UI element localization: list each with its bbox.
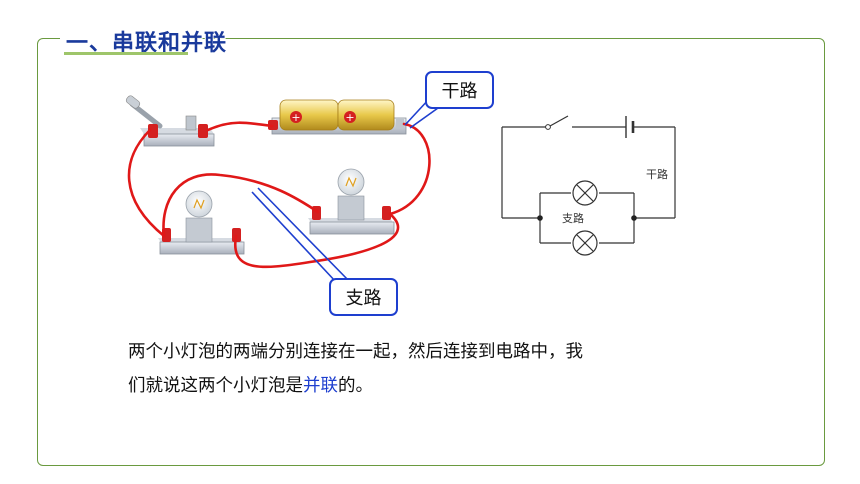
svg-text:+: + xyxy=(345,111,354,124)
bulb-icon xyxy=(158,190,245,255)
highlight-term: 并联 xyxy=(303,376,338,396)
schematic-branch-label: 支路 xyxy=(562,212,584,225)
lamp-symbol-icon xyxy=(572,180,598,206)
circuit-schematic xyxy=(501,115,676,244)
cell-symbol-icon xyxy=(625,116,635,138)
battery-icon: + + xyxy=(268,99,407,135)
svg-text:+: + xyxy=(291,111,300,124)
lamp-symbol-icon xyxy=(572,230,598,256)
content-frame xyxy=(37,38,825,466)
switch-symbol-icon xyxy=(545,124,551,130)
branch-callout: 支路 xyxy=(329,278,398,316)
wires xyxy=(127,121,431,269)
knife-switch-icon xyxy=(125,95,215,147)
paragraph-line-1: 两个小灯泡的两端分别连接在一起，然后连接到电路中，我 xyxy=(128,342,583,362)
paragraph-line-2-start: 们就说这两个小灯泡是 xyxy=(128,376,303,396)
paragraph-line-2-end: 的。 xyxy=(338,376,373,396)
bulb-icon xyxy=(308,168,395,235)
schematic-trunk-label: 干路 xyxy=(646,168,668,181)
junction-dots xyxy=(537,215,637,221)
section-title: 一、串联和并联 xyxy=(66,30,228,56)
title-underline xyxy=(64,52,188,55)
trunk-callout: 干路 xyxy=(425,71,494,109)
title-tab xyxy=(60,24,190,54)
paragraph-line-2: 们就说这两个小灯泡是并联的。 xyxy=(128,372,373,397)
